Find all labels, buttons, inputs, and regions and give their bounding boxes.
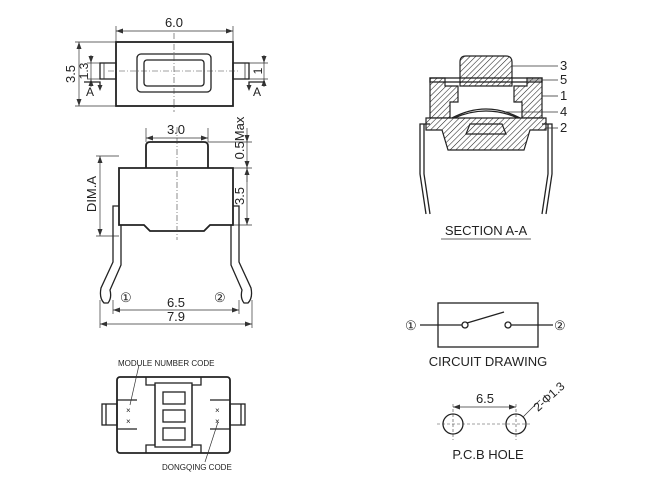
module-number-code-label: MODULE NUMBER CODE [118, 359, 214, 368]
front-view-body [118, 167, 234, 232]
section-mark-left: A [86, 85, 94, 99]
cap-height-dim: 0.5Max [232, 116, 247, 159]
section-label-1: 1 [560, 88, 567, 103]
section-right-lead [541, 123, 553, 215]
pcb-pitch-dim: 6.5 [476, 391, 494, 406]
pcb-title: P.C.B HOLE [452, 447, 524, 462]
svg-text:×: × [215, 406, 220, 415]
svg-text:×: × [215, 417, 220, 426]
svg-text:×: × [126, 406, 131, 415]
section-title: SECTION A-A [445, 223, 528, 238]
section-label-2: 2 [560, 120, 567, 135]
section-dome [451, 108, 521, 119]
section-label-3: 3 [560, 58, 567, 73]
dongqing-code-label: DONGQING CODE [162, 463, 232, 472]
bottom-slot-top [162, 391, 186, 405]
top-width-dim: 6.0 [165, 15, 183, 30]
bottom-slot-bottom [162, 427, 186, 441]
circuit-pin1: ① [405, 318, 417, 333]
top-view-body [115, 41, 234, 107]
bottom-view: × × × × MODULE NUMBER CODE DONGQING CODE [101, 359, 246, 472]
body-height-dim: 3.5 [232, 187, 247, 205]
bottom-right-terminal [229, 403, 246, 426]
overall-width-dim: 7.9 [167, 309, 185, 324]
tab-height-dim: 1.3 [77, 62, 91, 79]
section-housing-left [429, 77, 459, 119]
pcb-hole-spec: 2-Φ1.3 [531, 379, 568, 414]
top-height-dim: 3.5 [63, 65, 78, 83]
front-view-left-lead [99, 205, 122, 304]
bottom-slot-middle [162, 409, 186, 423]
section-label-4: 4 [560, 104, 567, 119]
bottom-left-terminal [101, 403, 118, 426]
section-label-5: 5 [560, 72, 567, 87]
circuit-switch-contact [466, 311, 505, 324]
dim-a-label: DIM.A [84, 176, 99, 212]
section-mark-right: A [253, 85, 261, 99]
circuit-pin2: ② [554, 318, 566, 333]
front-view: ① ② 3.0 0.5Max 3.5 DIM.A 6.5 [84, 116, 253, 328]
top-view: 6.0 3.5 1.3 1 A A [63, 15, 268, 112]
cap-width-dim: 3.0 [167, 122, 185, 137]
front-pin2: ② [214, 290, 226, 305]
pcb-hole: 6.5 2-Φ1.3 P.C.B HOLE [437, 379, 568, 462]
section-left-lead [419, 123, 431, 215]
circuit-drawing: ① ② CIRCUIT DRAWING [405, 302, 566, 369]
top-view-right-terminal [232, 62, 250, 80]
circuit-title: CIRCUIT DRAWING [429, 354, 547, 369]
tab-right-dim: 1 [251, 67, 265, 74]
svg-text:×: × [126, 417, 131, 426]
pin-pitch-dim: 6.5 [167, 295, 185, 310]
front-view-right-lead [230, 205, 253, 304]
section-view: 3 5 1 4 2 SECTION A-A [419, 55, 567, 240]
front-pin1: ① [120, 290, 132, 305]
